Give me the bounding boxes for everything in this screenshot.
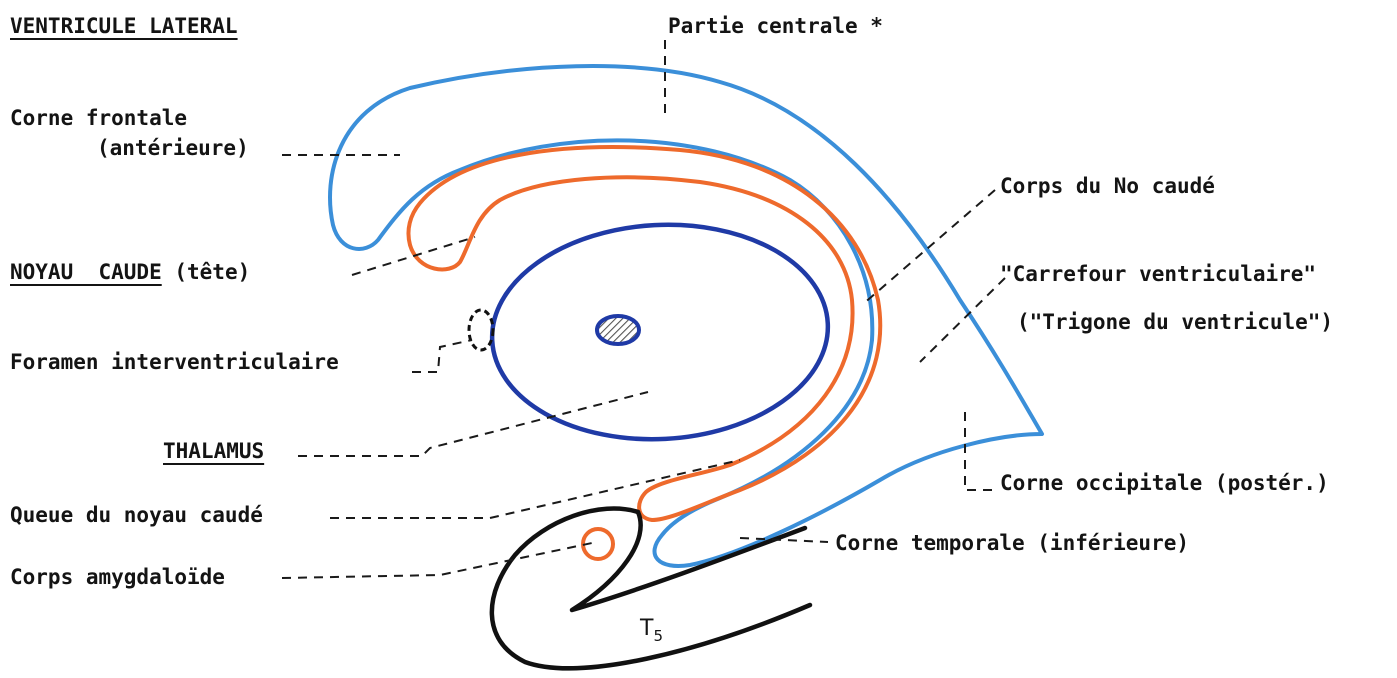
temporal-sulcus-line: [569, 509, 808, 613]
label-noyau-caude-group: NOYAU CAUDE (tête): [10, 262, 250, 283]
label-corps-no-caude: Corps du No caudé: [1000, 174, 1215, 198]
label-t5-subscript: 5: [653, 627, 663, 645]
lateral-ventricle-outline: [328, 64, 1044, 568]
diagram-title: VENTRICULE LATERAL: [10, 14, 238, 38]
label-noyau-caude-suffix: (tête): [174, 260, 251, 284]
label-corne-temporale: Corne temporale (inférieure): [835, 531, 1190, 555]
leader-foramen: [412, 339, 473, 373]
label-corne-frontale-line1: Corne frontale: [10, 106, 188, 130]
leader-carrefour: [919, 277, 1006, 363]
leader-thalamus: [298, 391, 649, 457]
foramen-outline: [467, 308, 495, 352]
label-foramen: Foramen interventriculaire: [10, 350, 339, 374]
label-corne-occipitale: Corne occipitale (postér.): [1000, 471, 1329, 495]
label-carrefour: "Carrefour ventriculaire": [1000, 262, 1317, 286]
leader-corps-amygdaloide: [281, 542, 593, 579]
leader-corne-temporale: [739, 537, 829, 543]
leader-noyau-caude: [351, 236, 476, 276]
label-queue-noyau: Queue du noyau caudé: [10, 503, 263, 527]
leader-queue-noyau: [330, 459, 741, 519]
leader-corne-occipitale: [964, 412, 995, 491]
label-t5-letter: T: [640, 616, 654, 641]
label-thalamus: THALAMUS: [163, 439, 265, 463]
label-corne-frontale-line2: (antérieure): [97, 136, 249, 160]
label-noyau-caude: NOYAU CAUDE: [10, 260, 162, 284]
label-corps-amygdaloide: Corps amygdaloïde: [10, 565, 225, 589]
label-partie-centrale: Partie centrale *: [668, 14, 883, 38]
leader-corps-no-caude: [861, 189, 996, 306]
caudate-nucleus-outline: [406, 145, 883, 522]
label-t5: T5: [640, 616, 663, 644]
label-trigone: ("Trigone du ventricule"): [1017, 310, 1334, 334]
temporal-lobe-outline: [489, 506, 813, 671]
thalamus-outline: [489, 222, 831, 442]
interthalamic-adhesion: [595, 314, 641, 346]
